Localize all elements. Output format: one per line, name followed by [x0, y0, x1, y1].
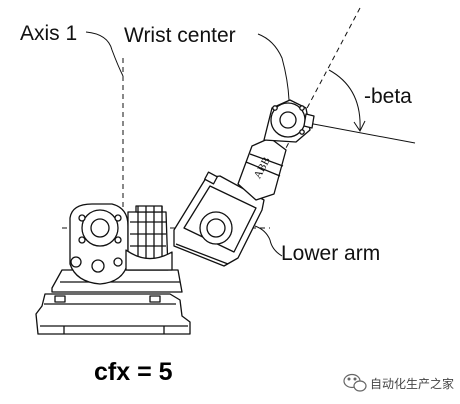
- upper-arm: ABB: [237, 137, 287, 201]
- wechat-icon: [343, 373, 367, 392]
- lower-arm-housing: [173, 171, 265, 267]
- beta-arrowhead: [353, 120, 366, 132]
- wrist: [263, 99, 315, 143]
- wrist-center-label: Wrist center: [124, 24, 236, 47]
- formula-text: cfx = 5: [94, 358, 173, 386]
- axis1-leader: [85, 31, 124, 77]
- watermark-text: 自动化生产之家: [370, 376, 454, 391]
- lower-arm-leader: [254, 225, 283, 257]
- axis1-label: Axis 1: [20, 22, 77, 45]
- beta-label: -beta: [364, 85, 412, 108]
- lower-arm-label: Lower arm: [281, 242, 380, 265]
- robot-base: [35, 293, 191, 340]
- beta-arc: [328, 69, 361, 131]
- axis1-motor-housing: [69, 203, 129, 285]
- wrist-center-leader: [257, 33, 290, 101]
- watermark: 自动化生产之家: [343, 373, 454, 392]
- robot-column: [125, 205, 173, 271]
- robot: ABB: [35, 99, 315, 340]
